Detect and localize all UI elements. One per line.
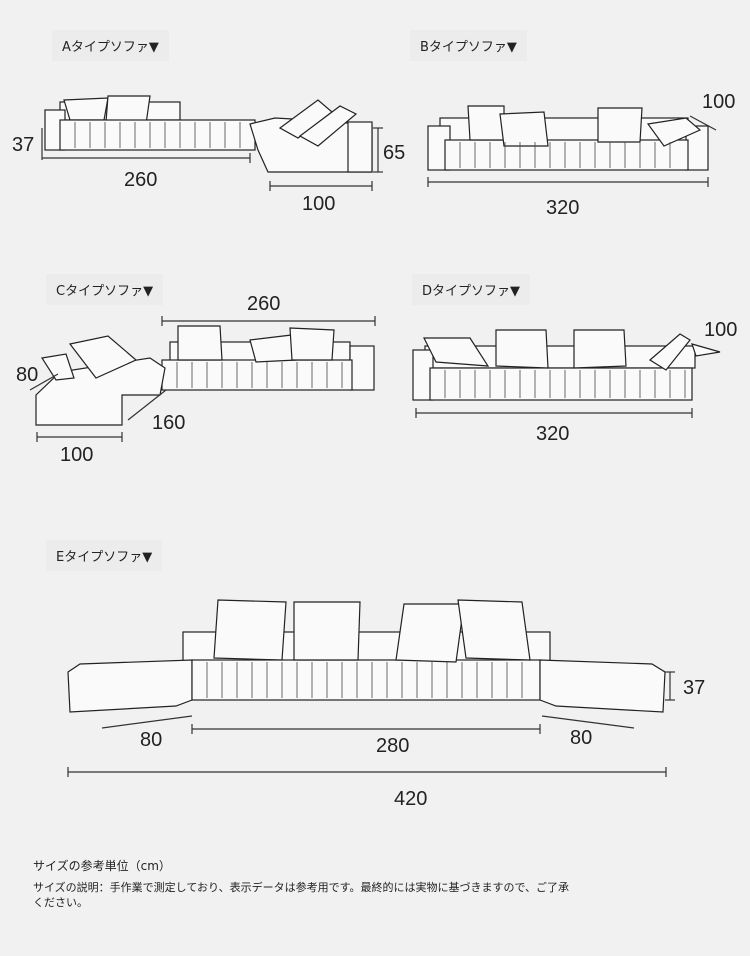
dim-e-total-width: 420 [394,788,427,810]
dim-e-seat-height: 37 [683,677,705,699]
sofa-c-drawing [35,325,375,426]
dim-e-center-width: 280 [376,735,409,757]
dim-c-depth: 80 [16,364,38,386]
dim-a-height: 65 [383,142,405,164]
footer-note: サイズの説明：手作業で測定しており、表示データは参考用です。最終的には実物に基づ… [33,881,570,909]
dim-c-width: 260 [247,293,280,315]
sofa-e-drawing [67,599,666,713]
sofa-e-dimensions: 37 80 280 80 420 [67,671,705,810]
dim-b-width: 320 [546,197,579,219]
footer-unit: サイズの参考単位（cm） [33,859,171,873]
dim-d-depth: 100 [704,319,737,341]
type-b-label: Bタイプソファ▼ [410,30,527,61]
type-d-label: Dタイプソファ▼ [412,274,531,305]
type-e-label: Eタイプソファ▼ [46,540,163,571]
sofa-d-drawing [412,329,721,401]
sofa-d-dimensions: 100 320 [415,319,737,445]
sofa-a-drawing [44,95,373,173]
dim-e-right-width: 80 [570,727,592,749]
dim-c-chaise-width: 100 [60,444,93,466]
sofa-b-dimensions: 100 320 [427,91,735,219]
type-a-label: Aタイプソファ▼ [52,30,169,61]
sofa-b-drawing [427,105,709,171]
dim-c-chaise-length: 160 [152,412,185,434]
dim-d-width: 320 [536,423,569,445]
dim-a-width: 260 [124,169,157,191]
dim-a-chaise-width: 100 [302,193,335,215]
dim-b-depth: 100 [702,91,735,113]
cushion-lines [74,122,686,698]
dim-e-left-width: 80 [140,729,162,751]
dim-a-height-seat: 37 [12,134,34,156]
type-c-label: Cタイプソファ▼ [46,274,164,305]
sofa-c-dimensions: 260 80 160 100 [16,293,376,466]
sofa-a-dimensions: 37 260 65 100 [12,127,405,215]
